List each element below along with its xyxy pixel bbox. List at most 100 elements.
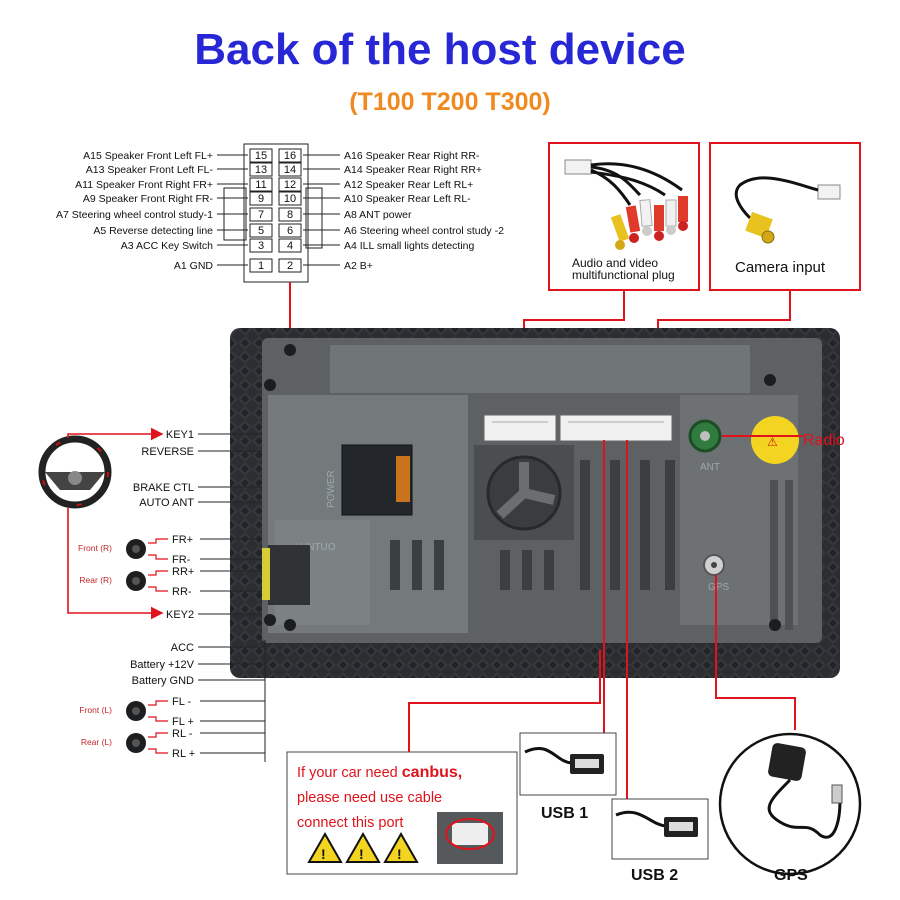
gps-label: GPS [774, 867, 808, 884]
pin-box [249, 223, 273, 238]
speaker-group-label: Rear (L) [81, 737, 112, 747]
pin-label-right: A16 Speaker Rear Right RR- [344, 150, 480, 162]
speaker-group-label: Front (R) [78, 543, 112, 553]
usb-cable-icon [615, 810, 667, 828]
pin-label-left: A15 Speaker Front Left FL+ [83, 150, 213, 162]
pin-box [278, 148, 302, 163]
camera-cable-icon [734, 176, 841, 244]
pin-box [278, 191, 302, 206]
key2-arrow [67, 508, 164, 620]
pin-number: 13 [255, 164, 267, 176]
pin-label-left: A7 Steering wheel control study-1 [56, 209, 213, 221]
key1-arrow [67, 427, 164, 441]
gps-leader-line [715, 575, 796, 730]
host-device-back: UNTUO POWER [230, 328, 840, 678]
pin-number: 2 [287, 260, 293, 272]
canbus-line-2: please need use cable [297, 790, 442, 806]
pin-box [278, 177, 302, 192]
usb1-box [519, 732, 617, 796]
pin-label-right: A14 Speaker Rear Right RR+ [344, 164, 482, 176]
cooling-fins [390, 460, 675, 590]
pin-label-left: A13 Speaker Front Left FL- [86, 164, 214, 176]
warning-triangle-icons: ! ! ! [307, 831, 419, 863]
pin-box [249, 162, 273, 177]
pin-box [249, 258, 273, 273]
steering-wheel-icon [38, 435, 112, 509]
pin-number: 15 [255, 150, 267, 162]
power-wire-label: ACC [171, 642, 194, 654]
model-subtitle: (T100 T200 T300) [349, 88, 551, 116]
svg-text:!: ! [359, 846, 364, 862]
pin-box [278, 238, 302, 253]
pin-label-left: A9 Speaker Front Right FR- [83, 193, 214, 205]
canbus-keyword: canbus, [402, 764, 462, 781]
pin-box [278, 258, 302, 273]
usb1-label: USB 1 [541, 805, 588, 822]
wire-label: AUTO ANT [139, 497, 194, 509]
av-plug-label-2: multifunctional plug [572, 268, 675, 282]
av-plug-box: Audio and video multifunctional plug [548, 142, 700, 291]
speaker-group-label: Front (L) [79, 705, 112, 715]
svg-text:!: ! [397, 846, 402, 862]
pin-box [249, 207, 273, 222]
mounting-screws [264, 344, 781, 631]
pin-box [278, 223, 302, 238]
pin-box [249, 238, 273, 253]
multi-socket [559, 414, 673, 442]
speaker-wire-label: FR+ [172, 534, 193, 546]
pin-number: 3 [258, 240, 264, 252]
pin-label-right: A8 ANT power [344, 209, 412, 221]
gps-antenna-box [718, 732, 862, 876]
speaker-wire-label: RL - [172, 728, 193, 740]
wire-label: KEY1 [166, 429, 194, 441]
pin-label-left: A11 Speaker Front Right FR+ [75, 179, 213, 191]
pin-number: 6 [287, 225, 293, 237]
speaker-wire-label: FL - [172, 696, 191, 708]
svg-text:⚠: ⚠ [767, 435, 778, 449]
pin-box [249, 148, 273, 163]
pin-box [278, 207, 302, 222]
pin-number: 12 [284, 179, 296, 191]
connector-latch-right [305, 187, 323, 249]
brand-label: UNTUO [300, 542, 336, 553]
pin-number: 5 [258, 225, 264, 237]
harness-block [268, 545, 310, 605]
wire-label: REVERSE [141, 446, 194, 458]
gps-socket-label: GPS [708, 582, 729, 593]
speaker-wire-label: RL + [172, 748, 195, 760]
canbus-notice: If your car need canbus, please need use… [286, 751, 518, 875]
page-title: Back of the host device [194, 25, 685, 74]
pin-box [249, 191, 273, 206]
canbus-line-1a: If your car need [297, 765, 402, 781]
camera-input-box: Camera input [709, 142, 861, 291]
pin-label-left: A1 GND [174, 260, 214, 272]
usb2-label: USB 2 [631, 867, 678, 884]
speaker-wire-label: RR- [172, 586, 192, 598]
power-label: POWER [326, 470, 337, 508]
pin-number: 11 [255, 179, 266, 191]
pin-label-left: A5 Reverse detecting line [93, 225, 213, 237]
pin-box [249, 177, 273, 192]
pin-number: 7 [258, 209, 264, 221]
pin-number: 1 [258, 260, 264, 272]
av-cable-icon [564, 159, 688, 250]
speaker-group-label: Rear (R) [79, 575, 112, 585]
wire-label: BRAKE CTL [133, 482, 194, 494]
camera-input-label: Camera input [735, 259, 826, 276]
pin-label-right: A10 Speaker Rear Left RL- [344, 193, 471, 205]
gps-antenna-icon [768, 743, 806, 781]
canbus-line-3: connect this port [297, 815, 403, 831]
speaker-wire-label: FR- [172, 554, 191, 566]
radio-label: Radio [803, 432, 845, 449]
pin-number: 16 [284, 150, 296, 162]
connector-housing [243, 143, 309, 283]
av-plug-label-1: Audio and video [572, 256, 658, 270]
pin-number: 14 [284, 164, 296, 176]
power-fuse [396, 456, 410, 502]
pin-label-right: A2 B+ [344, 260, 373, 272]
key2-label: KEY2 [166, 609, 194, 621]
pin-label-right: A12 Speaker Rear Left RL+ [344, 179, 473, 191]
pin-number: 4 [287, 240, 293, 252]
pin-label-right: A6 Steering wheel control study -2 [344, 225, 504, 237]
pin-number: 8 [287, 209, 293, 221]
